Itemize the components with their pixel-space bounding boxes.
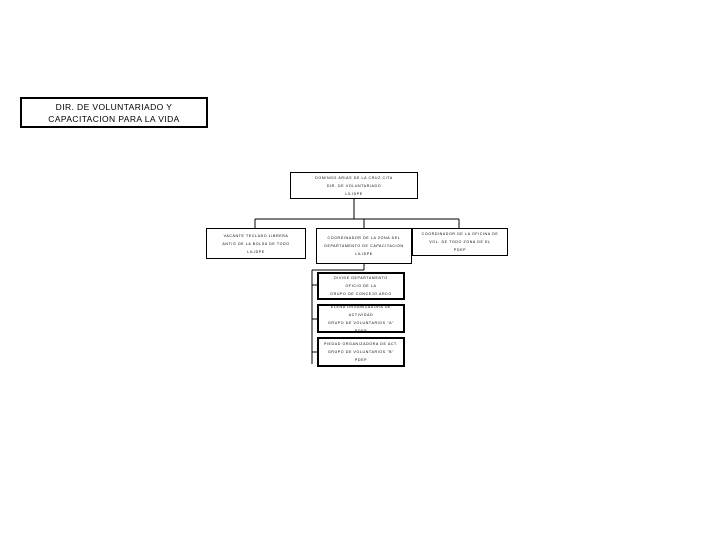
org-node-center-label: COORDINADOR DE LA ZONA DEL DEPARTAMENTO … (324, 236, 404, 256)
org-node-right: COORDINADOR DE LA OFICINA DE VOL. DE TOD… (412, 228, 508, 256)
org-title-box: DIR. DE VOLUNTARIADO Y CAPACITACION PARA… (20, 97, 208, 128)
org-node-sub-3-label: PIEDAD ORGANIZADORA DE ACT. GRUPO DE VOL… (323, 342, 399, 362)
org-node-sub-1: DIVIDE DEPARTAMENTO OFICIO DE LA GRUPO D… (317, 272, 405, 300)
org-node-root-label: DOMINGO ARIAS DE LA CRUZ CITA DIR. DE VO… (315, 175, 393, 196)
org-node-center: COORDINADOR DE LA ZONA DEL DEPARTAMENTO … (316, 228, 412, 264)
org-node-left: VACANTE TECLADO LIBRERA ANTIG DE LA BOLS… (206, 228, 306, 259)
org-node-sub-1-label: DIVIDE DEPARTAMENTO OFICIO DE LA GRUPO D… (330, 276, 392, 296)
org-node-sub-2-label: ELENA ORGANIZADORA DE ACTIVIDAD GRUPO DE… (327, 304, 394, 333)
org-node-left-label: VACANTE TECLADO LIBRERA ANTIG DE LA BOLS… (222, 233, 290, 254)
org-title: DIR. DE VOLUNTARIADO Y CAPACITACION PARA… (48, 101, 180, 124)
org-node-sub-2: ELENA ORGANIZADORA DE ACTIVIDAD GRUPO DE… (317, 304, 405, 333)
org-node-sub-3: PIEDAD ORGANIZADORA DE ACT. GRUPO DE VOL… (317, 337, 405, 367)
org-node-right-label: COORDINADOR DE LA OFICINA DE VOL. DE TOD… (421, 232, 499, 252)
org-node-root: DOMINGO ARIAS DE LA CRUZ CITA DIR. DE VO… (290, 172, 418, 199)
